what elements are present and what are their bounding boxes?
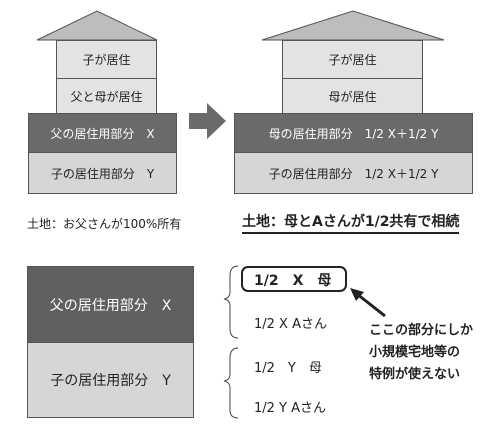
right-floor2: 母が居住 <box>282 78 423 114</box>
right-floor1-label: 母の居住用部分 1/2 X＋1/2 Y <box>268 126 439 141</box>
left-floor2-label: 父と母が居住 <box>70 89 143 104</box>
right-floor1: 母の居住用部分 1/2 X＋1/2 Y <box>234 113 473 153</box>
bottom-block-y: 子の居住用部分 Y <box>27 342 194 418</box>
item-1: 1/2 X 母 <box>254 273 332 289</box>
arrow-right-icon <box>189 103 226 139</box>
bottom-block-x-label: 父の居住用部分 X <box>49 297 172 314</box>
note-line-2: 小規模宅地等の <box>369 345 461 360</box>
item-2: 1/2 X Aさん <box>254 317 327 332</box>
left-roof <box>36 10 158 41</box>
left-floor0-label: 子の居住用部分 Y <box>50 166 155 181</box>
right-floor3-label: 子が居住 <box>328 53 377 67</box>
item-4: 1/2 Y Aさん <box>254 401 327 416</box>
brace-lower <box>223 347 239 419</box>
right-floor2-label: 母が居住 <box>328 89 377 104</box>
right-caption: 土地：母とAさんが1/2共有で相続 <box>242 211 460 234</box>
bottom-block-x: 父の居住用部分 X <box>27 266 194 343</box>
left-floor0: 子の居住用部分 Y <box>28 152 177 194</box>
right-floor3: 子が居住 <box>282 40 423 79</box>
left-floor1-label: 父の居住用部分 X <box>50 126 155 141</box>
note-line-3: 特例が使えない <box>369 367 461 382</box>
note-line-1: ここの部分にしか <box>369 323 474 338</box>
left-floor2: 父と母が居住 <box>56 78 157 114</box>
right-roof <box>261 10 445 41</box>
right-floor0: 子の居住用部分 1/2 X＋1/2 Y <box>234 152 473 194</box>
callout-arrow-line <box>356 292 386 318</box>
left-floor3-label: 子が居住 <box>82 53 131 67</box>
left-floor3: 子が居住 <box>56 40 157 79</box>
left-caption: 土地：お父さんが100%所有 <box>27 217 182 231</box>
callout-arrow-head <box>350 288 364 301</box>
brace-upper <box>223 265 239 339</box>
item-3: 1/2 Y 母 <box>254 361 322 376</box>
highlight-box <box>241 266 347 292</box>
left-floor1: 父の居住用部分 X <box>28 113 177 153</box>
bottom-block-y-label: 子の居住用部分 Y <box>50 373 171 389</box>
right-floor0-label: 子の居住用部分 1/2 X＋1/2 Y <box>268 166 439 181</box>
